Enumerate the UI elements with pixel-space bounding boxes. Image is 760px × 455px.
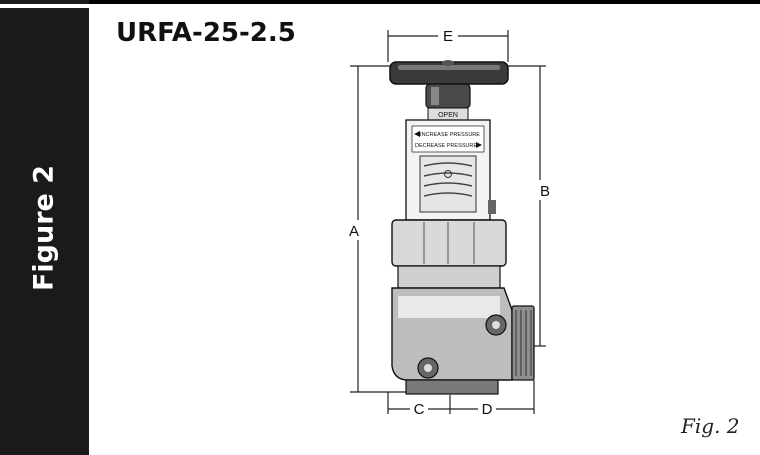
pressure-label-plate: [411, 125, 485, 153]
cap-highlight: [431, 87, 439, 105]
inlet-base: [405, 379, 499, 395]
model-title: URFA-25-2.5: [116, 18, 296, 48]
sidebar-divider: [0, 4, 89, 8]
decrease-arrow-icon: [476, 142, 482, 148]
body-highlight: [398, 296, 500, 318]
dim-label-d: D: [482, 401, 493, 418]
spring-icon: [423, 162, 473, 197]
open-label: OPEN: [438, 112, 458, 119]
figure-caption: Fig. 2: [681, 414, 740, 438]
handwheel-highlight: [398, 65, 500, 70]
outlet-threads: [515, 310, 532, 376]
dim-label-a: A: [349, 223, 359, 240]
top-rule: [0, 0, 760, 4]
outlet-port: [511, 305, 535, 381]
valve-illustration: OPEN INCREASE PRESSURE DECREASE PRESSURE: [389, 60, 535, 395]
side-pin: [488, 200, 496, 214]
gauge-plug-lower-center: [424, 364, 432, 372]
decrease-pressure-label: DECREASE PRESSURE: [415, 143, 477, 149]
screw-icon: [444, 170, 452, 178]
upper-hex-nut: [391, 219, 507, 267]
dim-label-c: C: [414, 401, 425, 418]
handwheel-nut: [442, 60, 454, 66]
dim-label-e: E: [443, 28, 453, 45]
increase-arrow-icon: [414, 131, 420, 137]
lower-hex-nut: [397, 265, 501, 289]
dim-label-b: B: [540, 183, 550, 200]
increase-pressure-label: INCREASE PRESSURE: [420, 132, 480, 138]
gauge-plug-upper-center: [492, 321, 500, 329]
sidebar: [0, 0, 89, 455]
